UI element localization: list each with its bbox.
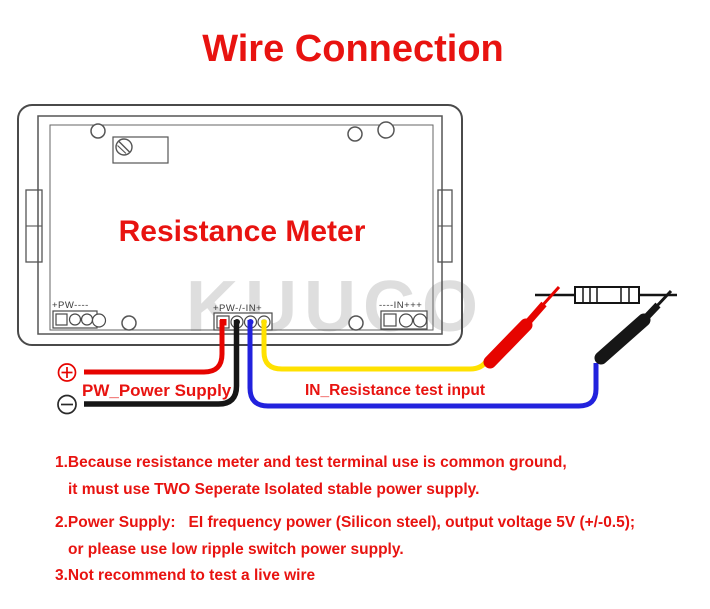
power-positive-wire [84,320,225,375]
terminal-left-label: +PW---- [52,300,89,311]
note-line: or please use low ripple switch power su… [68,541,404,558]
minus-terminal-icon [57,394,77,415]
wires [84,320,599,409]
power-negative-wire [84,320,240,407]
page-title: Wire Connection [202,28,504,70]
trimmer-potentiometer-icon [112,136,169,164]
note-line: 1.Because resistance meter and test term… [55,454,567,471]
black-test-probe-icon [594,289,673,365]
note-line: 3.Not recommend to test a live wire [55,567,316,584]
terminal-block-pw-left: +PW---- [52,300,107,329]
test-input-blue-wire [247,320,599,409]
screw-icon [347,126,363,142]
notes-section: 1.Because resistance meter and test term… [55,454,635,584]
meter-device: Resistance Meter +PW---- +PW-/-IN+ ----I… [17,104,463,346]
test-input-yellow-wire [261,320,490,372]
terminal-block-in-right: ----IN+++ [379,300,428,330]
device-inner-frame [37,115,443,335]
device-body-fill [18,105,462,345]
power-supply-label: PW_Power Supply [82,381,232,400]
test-input-label: IN_Resistance test input [305,382,485,399]
terminal-right-label: ----IN+++ [379,300,422,311]
note-line: 2.Power Supply: EI frequency power (Sili… [55,514,635,531]
screw-icon [121,315,137,331]
terminal-middle-label: +PW-/-IN+ [213,303,262,314]
red-test-probe-icon [483,285,561,369]
screw-icon [90,123,106,139]
device-outer-frame [17,104,463,346]
test-resistor [535,286,677,304]
note-line: it must use TWO Seperate Isolated stable… [68,481,479,498]
plus-terminal-icon [57,363,77,382]
device-label: Resistance Meter [119,215,366,248]
screw-icon [348,315,364,331]
resistor-body [574,286,640,304]
screw-icon [377,121,395,139]
